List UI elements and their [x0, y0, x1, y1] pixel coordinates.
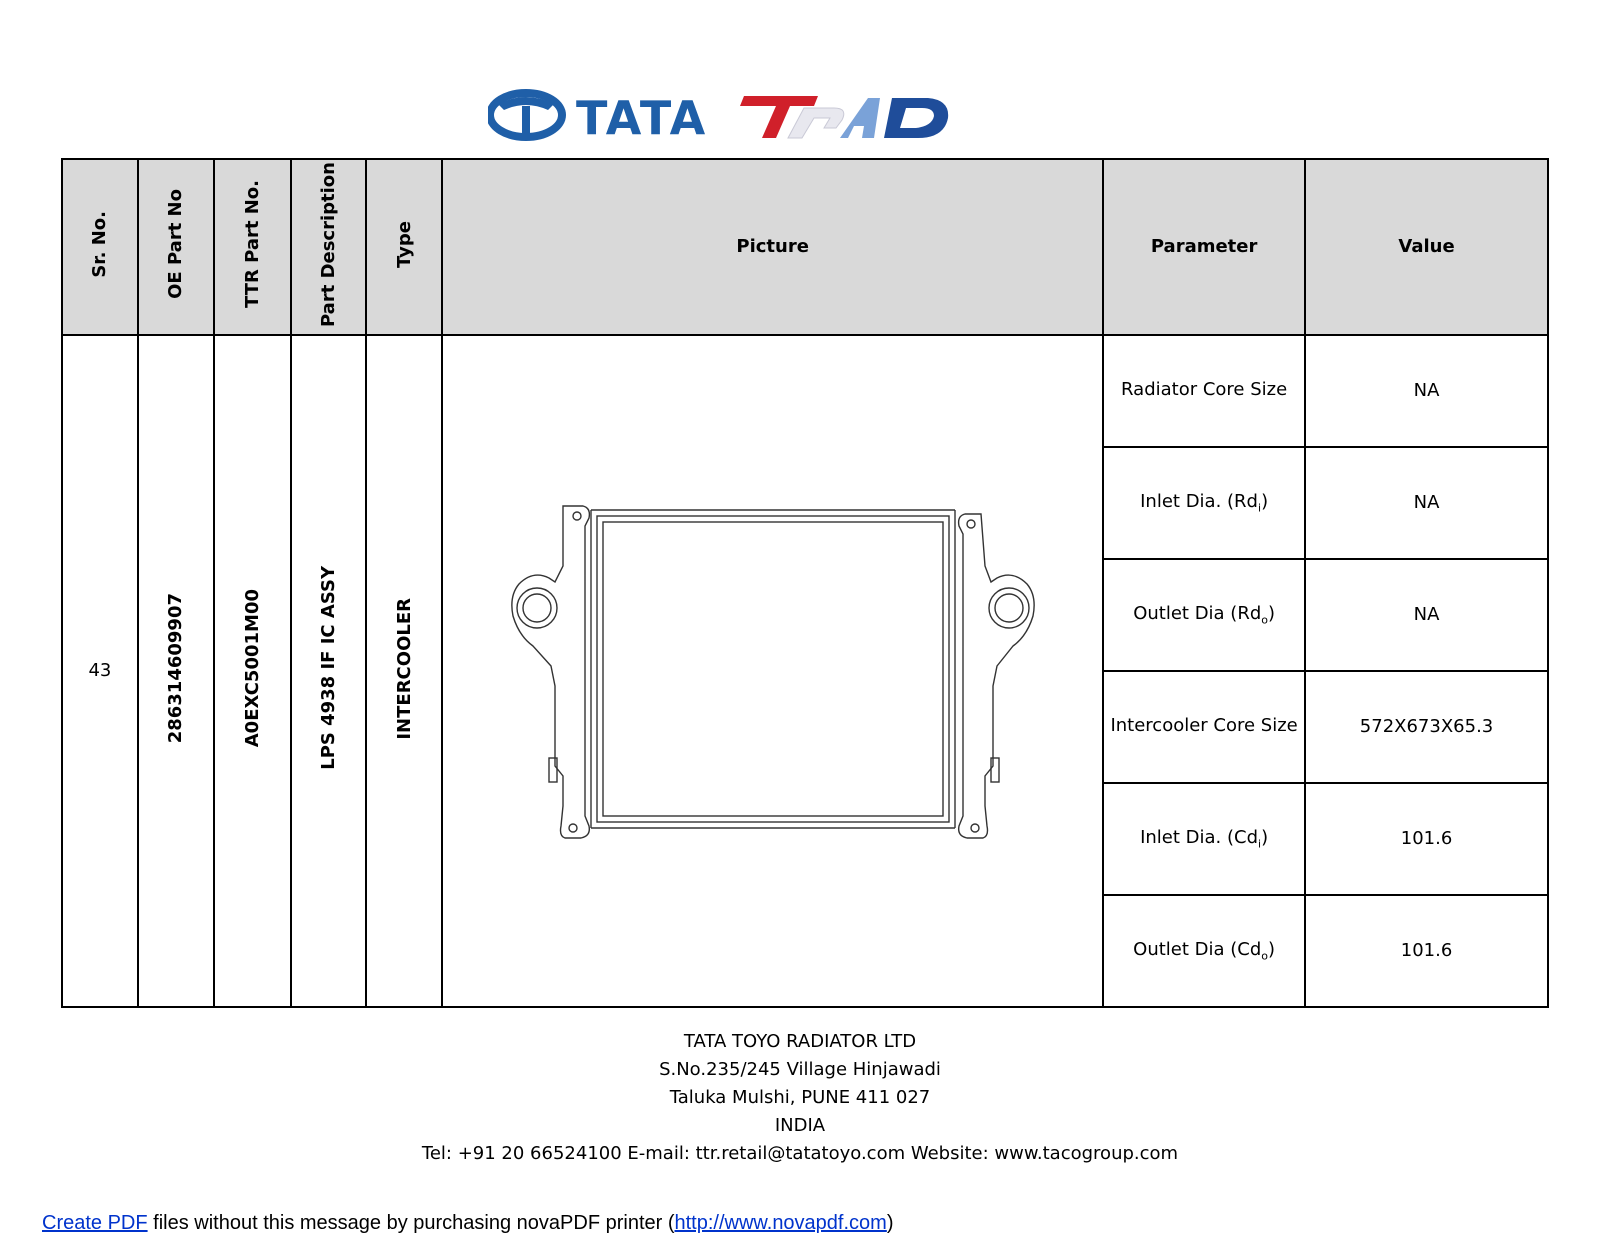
address-line-1: S.No.235/245 Village Hinjawadi	[659, 1059, 941, 1080]
param-value-4: 101.6	[1304, 781, 1549, 896]
param-name-5: Outlet Dia (Cdo)	[1102, 893, 1307, 1009]
param-value-0: NA	[1304, 333, 1549, 448]
table-row: Intercooler Core Size 572X673X65.3	[62, 669, 1549, 784]
header-ttr-part-no: TTR Part No.	[212, 158, 292, 336]
table-row: Inlet Dia. (Cdi) 101.6	[62, 781, 1549, 896]
param-value-3: 572X673X65.3	[1304, 669, 1549, 784]
cell-picture	[441, 333, 1105, 1009]
table-row: Inlet Dia. (Rdi) NA	[62, 445, 1549, 560]
header-type: Type	[365, 158, 444, 336]
svg-text:TATA: TATA	[576, 91, 707, 145]
product-spec-table: Sr. No. OE Part No TTR Part No. Part Des…	[61, 158, 1549, 1009]
header-value: Value	[1304, 158, 1549, 336]
address-line-2: Taluka Mulshi, PUNE 411 027	[669, 1087, 931, 1108]
tata-trad-logo: TATA	[488, 82, 968, 148]
header-sr-no: Sr. No.	[61, 158, 139, 336]
table-row: Outlet Dia (Cdo) 101.6	[62, 893, 1549, 1009]
param-name-3: Intercooler Core Size	[1102, 669, 1307, 784]
param-name-1: Inlet Dia. (Rdi)	[1102, 445, 1307, 560]
novapdf-notice: Create PDF files without this message by…	[42, 1212, 894, 1235]
cell-sr-no: 43	[61, 333, 139, 1009]
novapdf-url-link[interactable]: http://www.novapdf.com	[674, 1212, 887, 1234]
cell-ttr-part-no: A0EXC5001M00	[212, 333, 292, 1009]
param-value-2: NA	[1304, 557, 1549, 672]
logo-graphic: TATA	[488, 89, 949, 145]
company-name: TATA TOYO RADIATOR LTD	[683, 1031, 917, 1052]
cell-part-description: LPS 4938 IF IC ASSY	[289, 333, 368, 1009]
cell-oe-part-no: 286314609907	[136, 333, 215, 1009]
header-picture: Picture	[441, 158, 1105, 336]
header-parameter: Parameter	[1102, 158, 1307, 336]
table-row: 43 286314609907 A0EXC5001M00 LPS 4938 IF…	[61, 333, 1549, 1009]
param-name-0: Radiator Core Size	[1102, 333, 1307, 448]
company-footer: TATA TOYO RADIATOR LTD S.No.235/245 Vill…	[0, 1028, 1600, 1168]
intercooler-drawing	[510, 505, 1035, 839]
novapdf-close-paren: )	[886, 1212, 894, 1234]
novapdf-message: files without this message by purchasing…	[147, 1212, 675, 1234]
header-part-description: Part Description	[289, 158, 368, 336]
table-row: Outlet Dia (Rdo) NA	[62, 557, 1549, 672]
table-header-row: Sr. No. OE Part No TTR Part No. Part Des…	[61, 158, 1549, 336]
contact-line: Tel: +91 20 66524100 E-mail: ttr.retail@…	[421, 1143, 1179, 1164]
country: INDIA	[774, 1115, 826, 1136]
cell-type: INTERCOOLER	[365, 333, 444, 1009]
param-name-2: Outlet Dia (Rdo)	[1102, 557, 1307, 672]
create-pdf-link[interactable]: Create PDF	[42, 1212, 148, 1234]
param-name-4: Inlet Dia. (Cdi)	[1102, 781, 1307, 896]
header-oe-part-no: OE Part No	[136, 158, 215, 336]
param-value-5: 101.6	[1304, 893, 1549, 1009]
param-value-1: NA	[1304, 445, 1549, 560]
